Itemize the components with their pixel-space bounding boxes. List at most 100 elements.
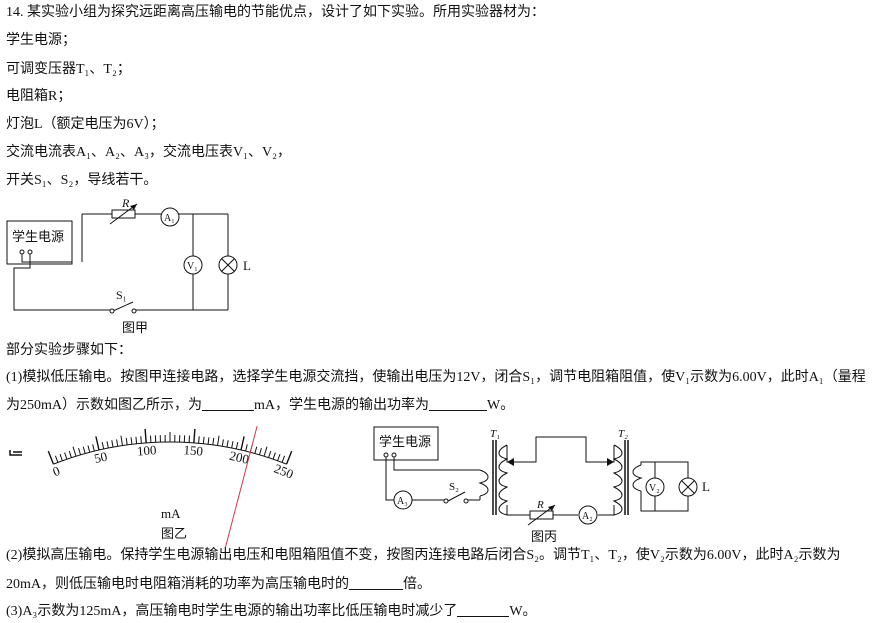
- meter-tick: [245, 444, 248, 452]
- meter-tick: [254, 446, 258, 454]
- meter-tick: [120, 435, 123, 446]
- ammeter-a2: [578, 505, 598, 525]
- ammeter-a1: [160, 207, 180, 227]
- meter-unit: mA: [161, 506, 181, 521]
- lamp-icon: [678, 477, 698, 497]
- meter-scale-arc: [53, 441, 287, 465]
- meter-scale-label: 150: [183, 442, 204, 458]
- transformer-t1-secondary: [498, 444, 509, 516]
- question-intro: 14. 某实验小组为探究远距离高压输电的节能优点，设计了如下实验。所用实验器材为…: [6, 5, 545, 20]
- switch-label: S₁: [116, 288, 127, 302]
- wire: [21, 252, 72, 263]
- step2-line1: (2)模拟高压输电。保持学生电源输出电压和电阻箱阻值不变，按图丙连接电路后闭合S…: [6, 548, 841, 563]
- wire: [385, 455, 394, 501]
- meter-tick: [202, 436, 205, 444]
- transformer-t2-secondary: [632, 464, 643, 492]
- ammeter3-label: A₃: [397, 496, 408, 507]
- material-item: 灯泡L（额定电压为6V）；: [6, 117, 165, 132]
- meter-tick: [231, 441, 234, 449]
- variable-resistor: [529, 510, 554, 520]
- resistor-label: R: [121, 196, 130, 210]
- meter-scale-label: 250: [272, 461, 296, 482]
- meter-tick: [240, 436, 245, 451]
- switch-s1: [112, 301, 134, 312]
- meter-tick: [277, 454, 281, 461]
- meter-scale-label: 50: [93, 449, 109, 467]
- material-item: 学生电源；: [6, 33, 76, 48]
- figure-jia: 学生电源 R A₁ V₁ L S₁ 图甲: [6, 196, 251, 335]
- power-source-box: [6, 220, 73, 265]
- t1-label: T₁: [490, 428, 500, 440]
- answer-blank-ratio[interactable]: [349, 575, 403, 590]
- meter-tick: [144, 428, 147, 443]
- figure-caption: 图乙: [161, 526, 187, 541]
- ammeter-label: A₁: [164, 213, 175, 224]
- meter-zero-adjust-icon: [9, 450, 22, 456]
- meter-tick: [78, 447, 82, 455]
- meter-tick: [47, 450, 55, 465]
- answer-blank-reduction[interactable]: [457, 602, 510, 617]
- meter-tick: [64, 452, 68, 460]
- meter-tick: [82, 446, 86, 454]
- meter-tick: [235, 442, 239, 450]
- figure-caption: 图甲: [122, 320, 148, 335]
- meter-tick: [130, 437, 133, 445]
- ammeter2-label: A₂: [582, 511, 593, 522]
- step3-line: (3)A₃示数为125mA，高压输电时学生电源的输出功率比低压输电时减少了 W。: [6, 602, 537, 622]
- meter-tick: [226, 440, 229, 448]
- meter-needle: [225, 426, 258, 548]
- steps-intro: 部分实验步骤如下：: [6, 343, 132, 358]
- material-item: 可调变压器T₁、T₂；: [6, 62, 131, 77]
- voltmeter-label: V₂: [649, 483, 660, 494]
- wire: [640, 491, 689, 512]
- ammeter-a3: [393, 490, 413, 510]
- meter-tick: [268, 450, 272, 458]
- meter-scale-label: 100: [136, 442, 157, 458]
- step1-line1: (1)模拟低压输电。按图甲连接电路，选择学生电源交流挡，使输出电压为12V，闭合…: [6, 370, 866, 385]
- material-item: 电阻箱R；: [6, 89, 72, 104]
- answer-blank-current[interactable]: [202, 396, 254, 411]
- meter-tick: [72, 446, 77, 457]
- meter-tick: [125, 437, 128, 445]
- step2-text-b: 倍。: [403, 577, 431, 592]
- step3-text-b: W。: [509, 604, 537, 619]
- switch-label: S₂: [449, 481, 459, 493]
- meter-tick: [258, 447, 262, 455]
- meter-tick: [106, 441, 109, 449]
- wire: [393, 455, 480, 471]
- meter-tick: [221, 439, 224, 447]
- meter-tick: [212, 437, 215, 445]
- figure-caption: 图丙: [531, 529, 557, 544]
- meter-tick: [101, 442, 105, 450]
- variable-resistor: [111, 209, 136, 219]
- step2-line2: 20mA，则低压输电时电阻箱消耗的功率为高压输电时的倍。: [6, 575, 431, 595]
- step3-text-a: (3)A₃示数为125mA，高压输电时学生电源的输出功率比低压输电时减少了: [6, 604, 458, 619]
- material-item: 开关S₁、S₂，导线若干。: [6, 173, 158, 188]
- meter-scale-label: 200: [228, 448, 250, 467]
- wire: [640, 461, 689, 478]
- meter-tick: [92, 444, 95, 452]
- meter-tick: [263, 446, 268, 457]
- figure-bing: 学生电源 T₁ T₂ S₂ R A₃ A₂ V₂ L 图丙: [373, 426, 710, 544]
- meter-tick: [116, 439, 119, 447]
- meter-tick: [272, 452, 276, 460]
- transformer-t1-primary: [478, 469, 489, 497]
- lamp-label: L: [702, 479, 710, 494]
- wire: [506, 505, 530, 516]
- meter-tick: [54, 455, 59, 463]
- switch-s2: [447, 491, 466, 502]
- adjust-arrow-icon: [507, 458, 514, 466]
- adjust-arrow-icon: [607, 458, 614, 466]
- material-item: 交流电流表A₁、A₂、A₃，交流电压表V₁、V₂，: [6, 145, 291, 160]
- meter-tick: [135, 436, 138, 444]
- meter-tick: [217, 435, 220, 446]
- meter-tick: [68, 450, 72, 458]
- meter-tick: [140, 436, 142, 444]
- step1-text-c: W。: [487, 398, 515, 413]
- meter-scale-label: 0: [50, 463, 62, 479]
- answer-blank-power[interactable]: [429, 396, 487, 411]
- meter-tick: [198, 436, 200, 444]
- meter-tick: [281, 455, 286, 463]
- t2-label: T₂: [618, 428, 628, 440]
